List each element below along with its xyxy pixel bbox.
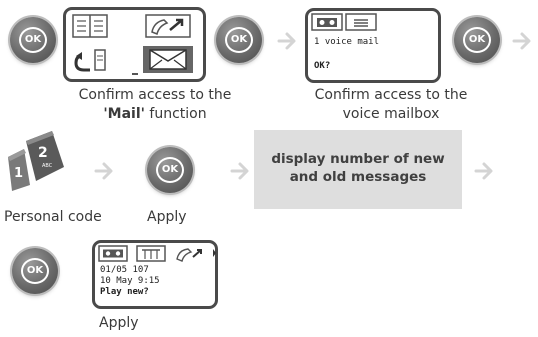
menu-icons [72,14,193,75]
arrow-right-icon [512,32,531,50]
directory-icon [72,14,108,38]
scroll-right-icon [213,249,216,257]
ok-button[interactable]: OK [12,248,58,294]
arrow-right-icon [277,32,296,50]
caption-confirm-mail: Confirm access to the 'Mail' function [70,86,240,124]
message-screen: 01/05 107 10 May 9:15 Play new? [92,240,218,309]
caption-personal-code: Personal code [4,209,102,225]
delete-tab-icon [136,245,166,262]
voicemail-tab-icon [311,13,343,31]
display-messages-text: display number of new and old messages [254,150,462,186]
arrow-right-icon [230,162,249,180]
mail-icon [132,46,193,75]
keypad-key-2-letters: ABC [42,163,53,169]
caption-line-2: 'Mail' function [70,105,240,124]
voice-mail-tabs [311,13,377,31]
keypad-key-1: 1 [14,166,23,181]
caption-confirm-voice-mailbox: Confirm access to the voice mailbox [306,86,476,124]
message-tabs [98,245,216,262]
lcd-voice-mail-count: 1 voice mail [314,37,380,47]
ok-label: OK [19,27,47,53]
caption-line-1: Confirm access to the [314,87,468,103]
ok-label: OK [225,27,253,53]
lcd-play-prompt: Play new? [100,287,149,297]
caption-apply: Apply [147,209,187,225]
messages-tab-icon [345,13,377,31]
ok-button[interactable]: OK [454,17,500,63]
lcd-message-date: 10 May 9:15 [100,276,160,286]
call-back-icon [176,248,202,262]
keypad-icon[interactable]: 1 2 ABC [6,131,64,191]
keypad-key-2: 2 [38,145,48,161]
voice-mail-screen: 1 voice mail OK? [305,8,441,83]
arrow-right-icon [474,162,493,180]
menu-screen [63,7,206,82]
arrow-right-icon [94,162,113,180]
display-messages-line-2: and old messages [289,169,427,185]
ok-label: OK [21,258,49,284]
caption-line-1: Confirm access to the [78,87,232,103]
ok-label: OK [463,27,491,53]
lcd-message-number: 01/05 107 [100,265,149,275]
caption-line-2: voice mailbox [342,106,440,122]
voicemail-tab-icon [98,245,128,262]
display-messages-box: display number of new and old messages [254,130,462,209]
ok-label: OK [156,157,184,183]
display-messages-line-1: display number of new [271,151,445,167]
caption-mail-keyword: 'Mail' [103,106,145,122]
caption-function-word: function [149,106,207,122]
ok-button[interactable]: OK [216,17,262,63]
caption-apply: Apply [99,315,139,331]
lcd-ok-prompt: OK? [314,61,331,71]
call-forward-icon [145,14,191,38]
redial-icon [74,49,106,72]
ok-button[interactable]: OK [147,147,193,193]
ok-button[interactable]: OK [10,17,56,63]
